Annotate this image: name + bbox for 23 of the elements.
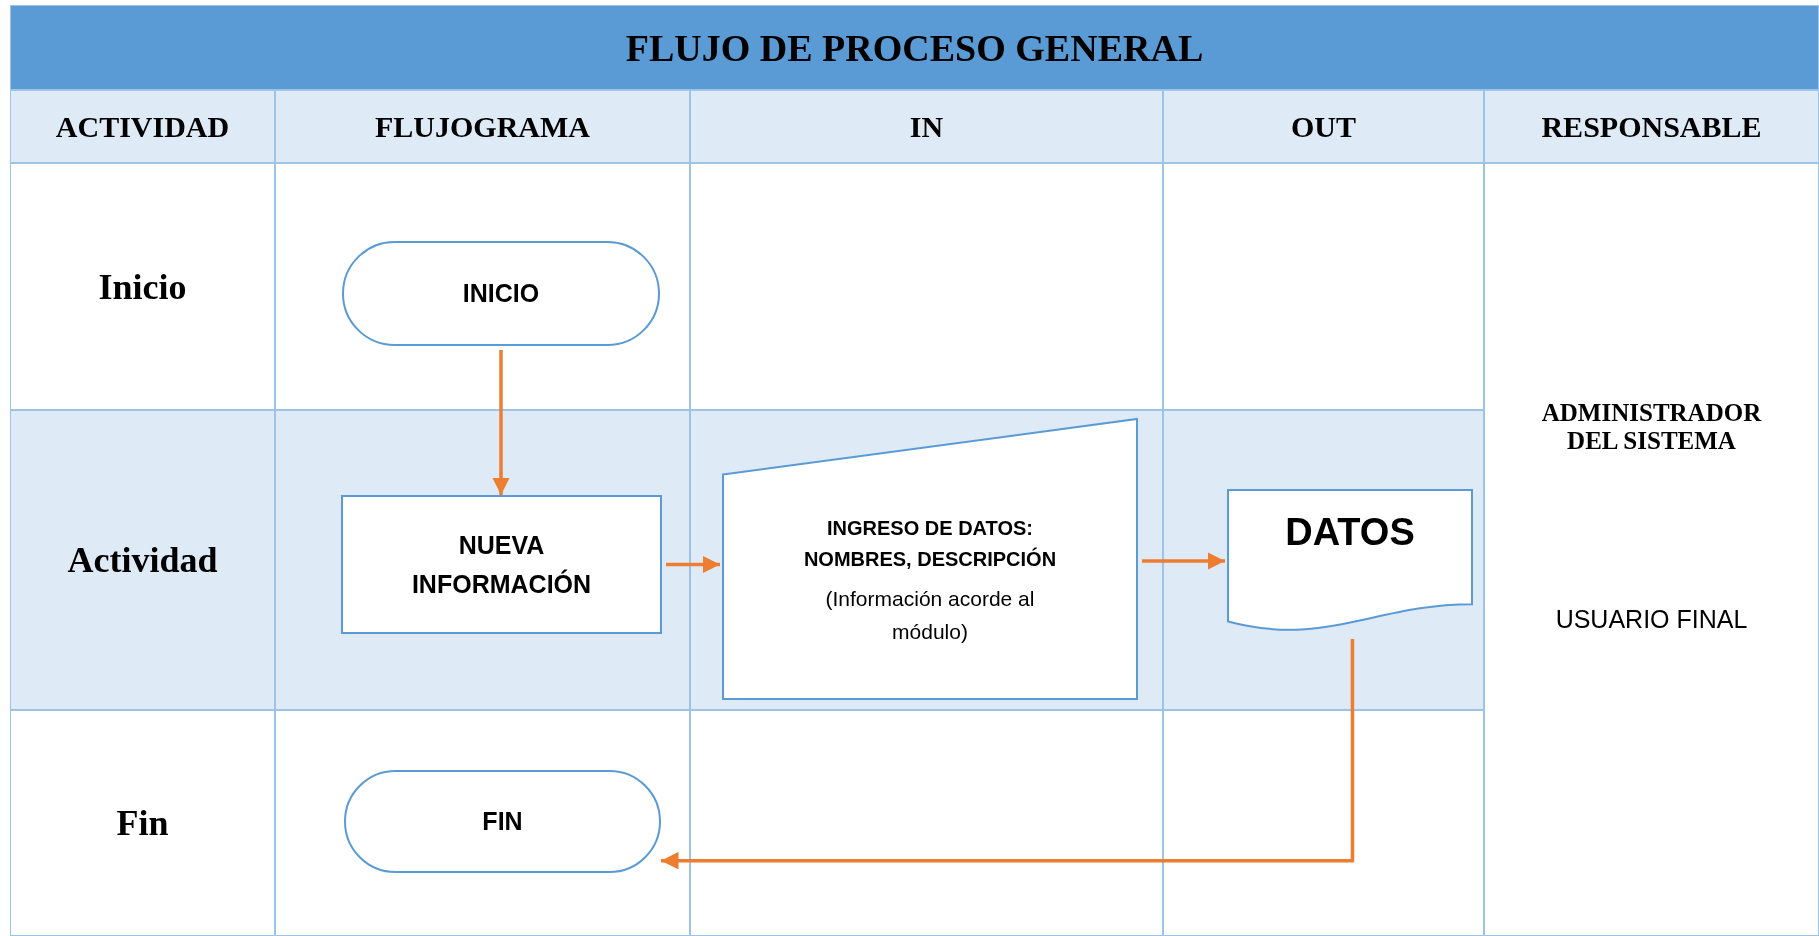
row-label: Fin: [116, 802, 169, 844]
responsible-label: ADMINISTRADOR DEL SISTEMA: [1540, 399, 1763, 455]
node-text: INGRESO DE DATOS: NOMBRES, DESCRIPCIÓN: [802, 516, 1058, 572]
arrow: [492, 350, 510, 495]
node-text: NUEVA INFORMACIÓN: [410, 529, 593, 600]
node-text: INICIO: [462, 278, 540, 310]
table-title: FLUJO DE PROCESO GENERAL: [625, 25, 1204, 70]
column-header: ACTIVIDAD: [55, 109, 230, 144]
arrow: [1142, 552, 1225, 570]
column-header: IN: [909, 109, 944, 144]
document-shape: [1227, 489, 1473, 633]
column-header: OUT: [1291, 109, 1356, 144]
column-header: FLUJOGRAMA: [375, 109, 590, 144]
process-box: [341, 495, 662, 634]
arrow: [661, 639, 1355, 870]
arrow: [666, 555, 720, 574]
node-text: DATOS: [1285, 510, 1415, 555]
node-text: FIN: [482, 806, 523, 838]
row-label: Actividad: [67, 539, 218, 581]
column-header: RESPONSABLE: [1541, 109, 1762, 144]
node-text: (Información acorde al módulo): [824, 586, 1036, 645]
responsible-label: USUARIO FINAL: [1555, 605, 1748, 634]
row-label: Inicio: [98, 265, 187, 308]
